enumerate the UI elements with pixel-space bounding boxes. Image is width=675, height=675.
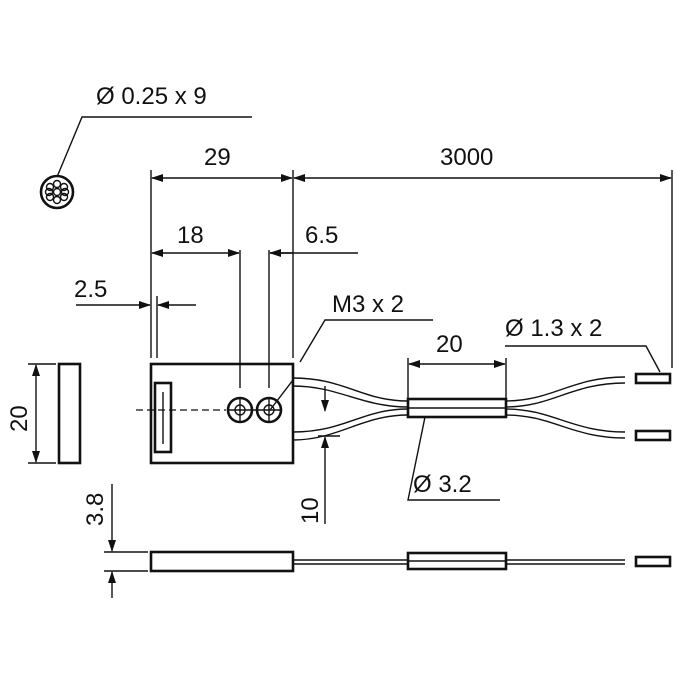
fiber-bundle-cross-section	[39, 116, 252, 210]
cable-diameter-label: Ø 1.3 x 2	[505, 315, 602, 342]
dim-3000-label: 3000	[440, 144, 493, 171]
dim-height-label: 20	[6, 405, 33, 432]
dim-29-label: 29	[204, 144, 231, 171]
sleeve-diameter-label: Ø 3.2	[413, 471, 472, 498]
dim-3-8-label: 3.8	[82, 493, 109, 526]
thread-label: M3 x 2	[332, 291, 404, 318]
extension-lines	[28, 170, 673, 572]
housing-side-view	[57, 362, 82, 465]
fiber-bundle-label: Ø 0.25 x 9	[96, 83, 207, 110]
dim-2-5-label: 2.5	[74, 276, 107, 303]
cables-top-view	[292, 372, 672, 442]
housing-bottom-view	[149, 550, 672, 573]
thread-leader-line	[299, 319, 433, 363]
sleeve-leader-line	[407, 416, 500, 501]
cable-leader-line	[505, 345, 661, 373]
dim-6-5-label: 6.5	[305, 222, 338, 249]
dim-sleeve-label: 20	[436, 331, 463, 358]
dim-10-label: 10	[297, 497, 324, 524]
dim-18-label: 18	[177, 222, 204, 249]
